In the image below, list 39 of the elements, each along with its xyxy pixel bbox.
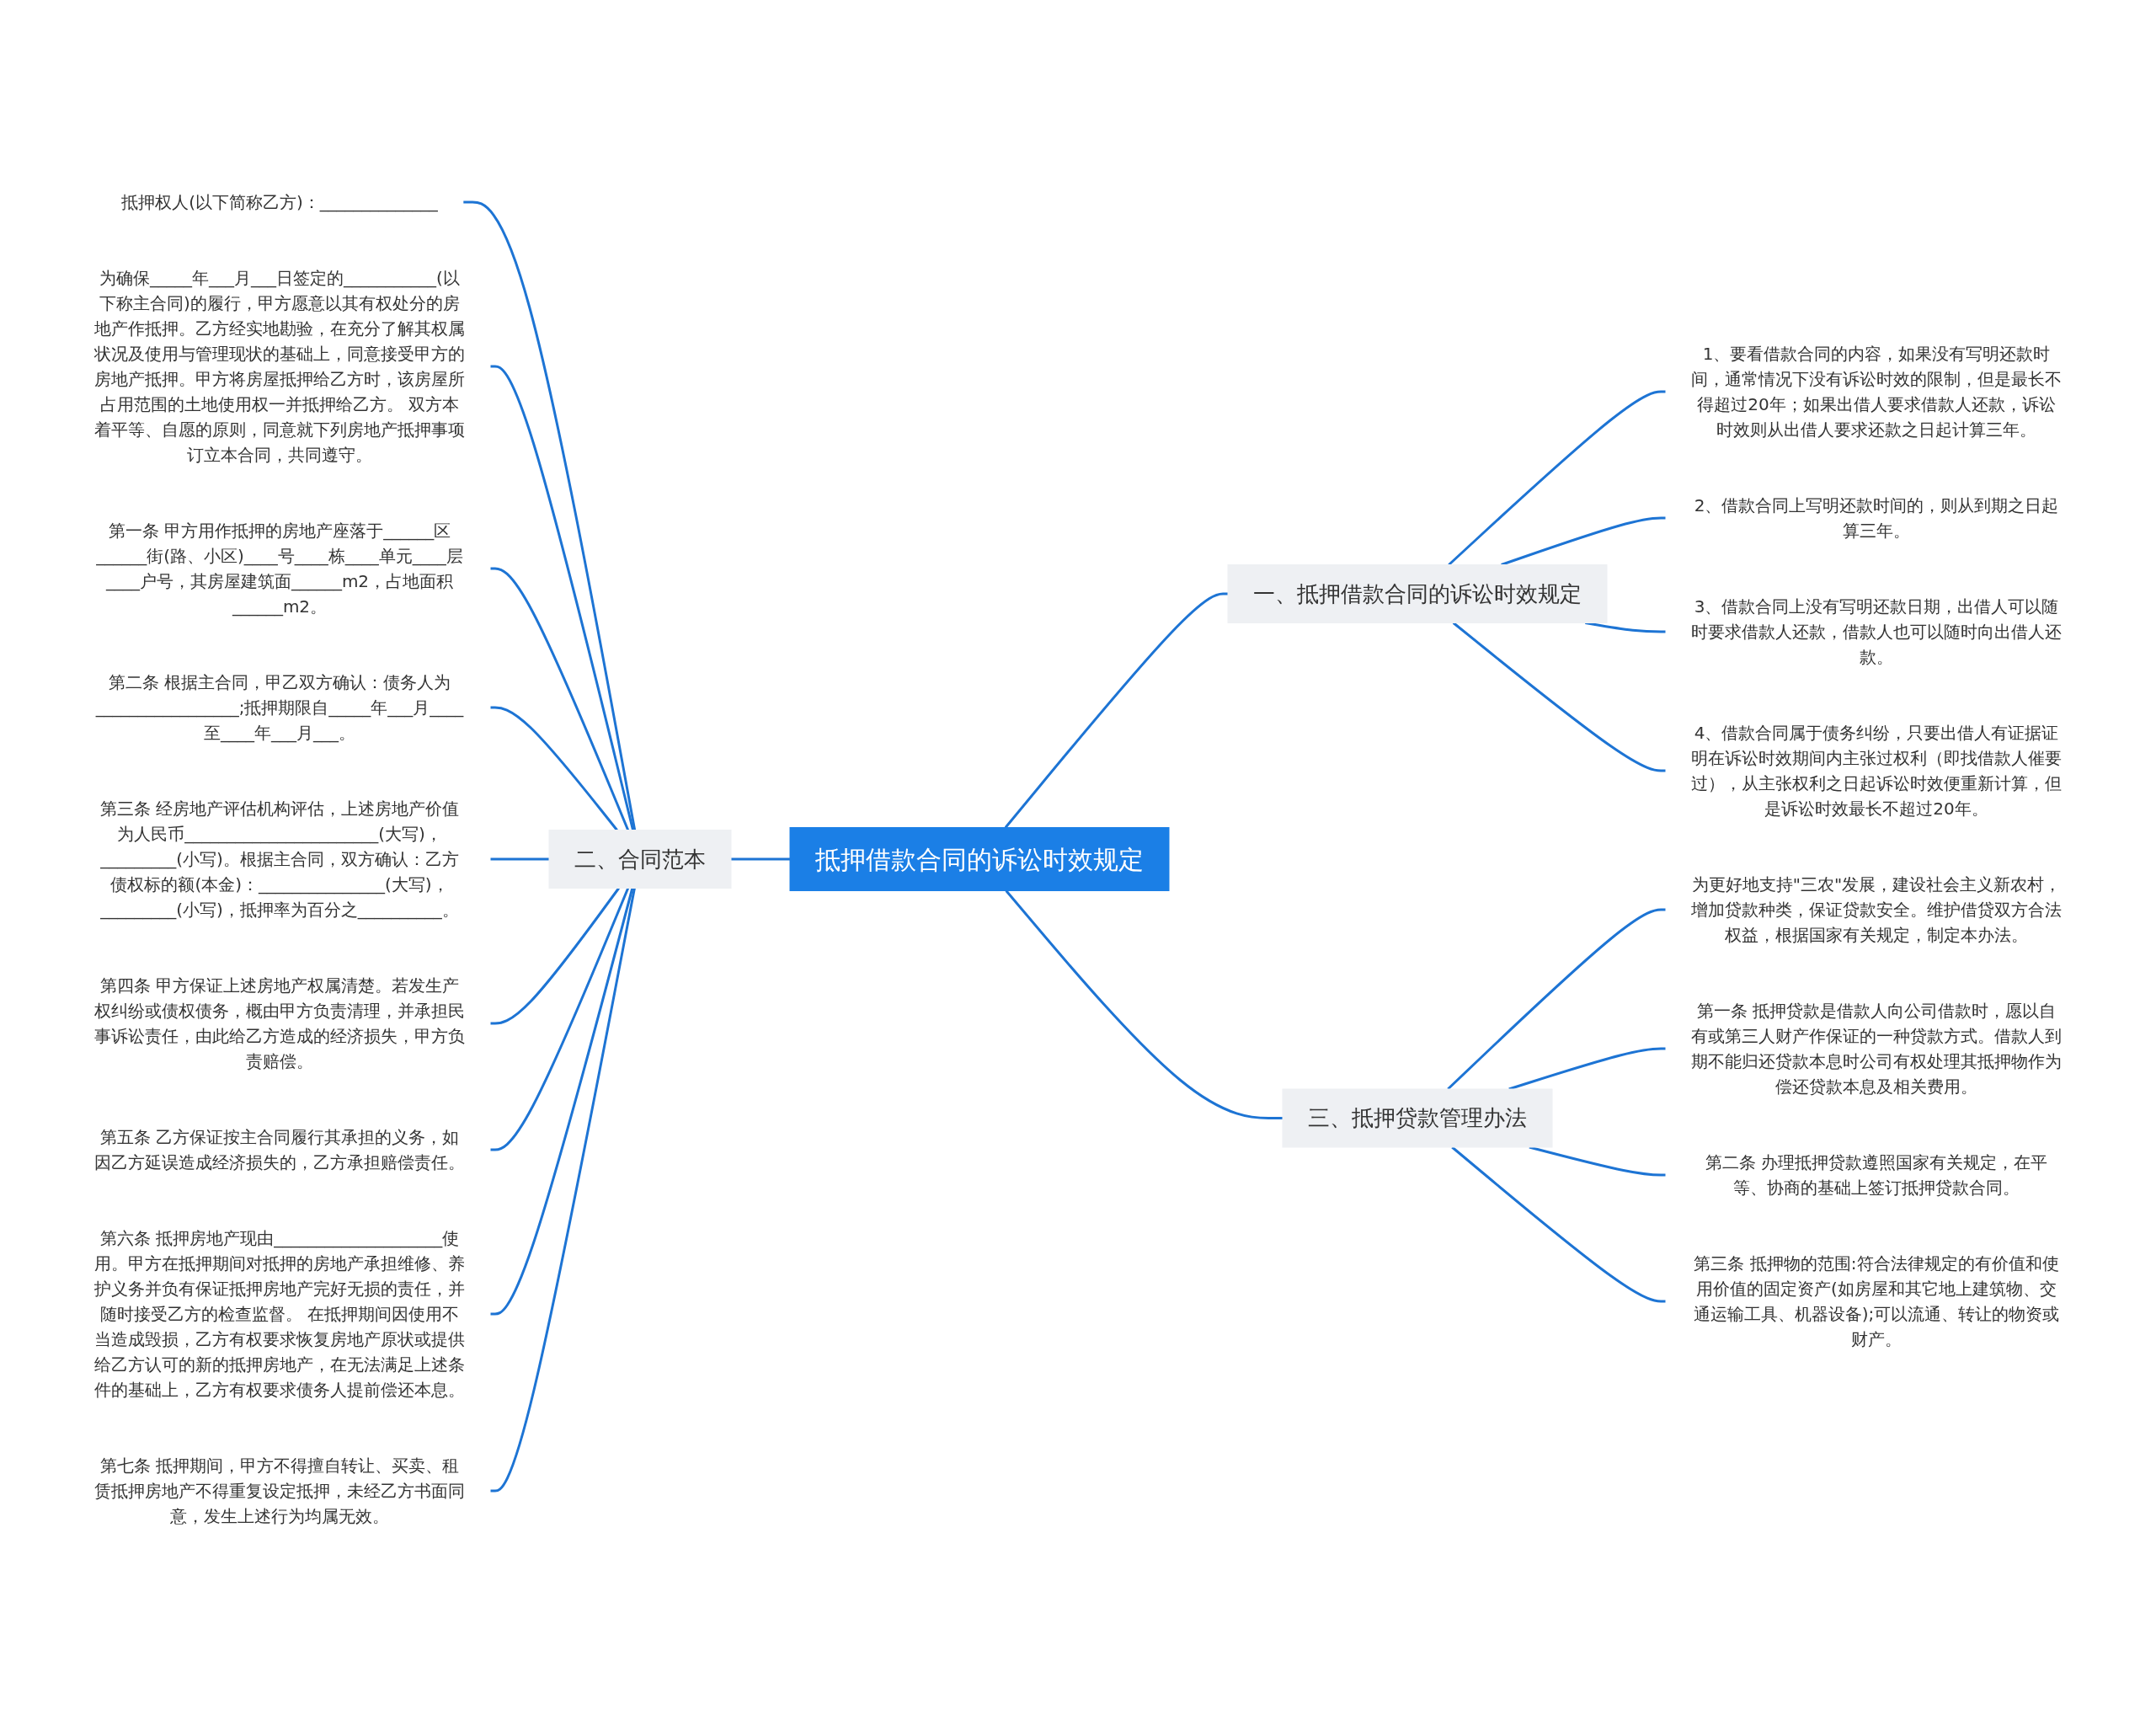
connector	[490, 706, 618, 831]
node-text: 为确保_____年___月___日签定的___________(以下称主合同)的履行，甲方愿意以其有权处分的房地产作抵押。乙方经实地勘验，在充分了解其权属状况及使用与管理现状的基础上，同意接受甲方的房地产抵押。甲方将房屋抵押给乙方时，该房屋所占用范围的土地使用权一并抵押给乙方。 双方本着平等、自愿的原则，同意就下列房地产抵押事项订立本合同，共同遵守。	[94, 268, 465, 465]
connector	[490, 567, 630, 831]
node-text: 4、借款合同属于债务纠纷，只要出借人有证据证明在诉讼时效期间内主张过权利（即找借款人催要过），从主张权利之日起诉讼时效便重新计算，但是诉讼时效最长不超过20年。	[1691, 723, 2062, 819]
connector	[1585, 622, 1666, 633]
node-text: 第四条 甲方保证上述房地产权属清楚。若发生产权纠纷或债权债务，概由甲方负责清理，并承担民事诉讼责任，由此给乙方造成的经济损失，甲方负责赔偿。	[94, 975, 465, 1071]
connector	[490, 887, 620, 1025]
node-box: 二、合同范本	[548, 830, 732, 889]
node-box: 抵押借款合同的诉讼时效规定	[789, 827, 1170, 891]
node-text: 2、借款合同上写明还款时间的，则从到期之日起算三年。	[1694, 495, 2059, 541]
node-text: 为更好地支持"三农"发展，建设社会主义新农村，增加贷款种类，保证贷款安全。维护借贷双方合法权益，根据国家有关规定，制定本办法。	[1691, 874, 2062, 945]
node-text: 第三条 经房地产评估机构评估，上述房地产价值为人民币_______________________(大写)，_________(小写)。根据主合同，双方确认：乙方债权标的额(本金)：_______________(大写)，_________(小写)，抵押率为百分之__________。	[99, 798, 460, 920]
node-box: 三、抵押贷款管理办法	[1282, 1088, 1553, 1148]
connector	[731, 857, 790, 861]
node-box: 一、抵押借款合同的诉讼时效规定	[1227, 564, 1608, 623]
node-text: 第六条 抵押房地产现由____________________使用。甲方在抵押期间对抵押的房地产承担维修、养护义务并负有保证抵押房地产完好无损的责任，并随时接受乙方的检查监督。 在抵押期间因使用不当造成毁损，乙方有权要求恢复房地产原状或提供给乙方认可的新的抵押房地产，在无法满足上述条件的基础上，乙方有权要求债务人提前偿还本息。	[94, 1228, 465, 1400]
connector	[1005, 889, 1283, 1119]
node-text: 抵押权人(以下简称乙方)：______________	[121, 192, 438, 212]
node-text: 第二条 办理抵押贷款遵照国家有关规定，在平等、协商的基础上签订抵押贷款合同。	[1705, 1152, 2048, 1198]
connector	[1452, 622, 1666, 772]
node-text: 第三条 抵押物的范围:符合法律规定的有价值和使用价值的固定资产(如房屋和其它地上建筑物、交通运输工具、机器设备);可以流通、转让的物资或财产。	[1693, 1253, 2060, 1349]
node-text: 第一条 甲方用作抵押的房地产座落于______区______街(路、小区)____号____栋____单元____层____户号，其房屋建筑面______m2，占地面积______m2。	[96, 521, 463, 617]
connector	[490, 365, 635, 830]
node-text: 3、借款合同上没有写明还款日期，出借人可以随时要求借款人还款，借款人也可以随时向出借人还款。	[1691, 596, 2062, 667]
connector	[490, 888, 634, 1316]
node-text: 第五条 乙方保证按主合同履行其承担的义务，如因乙方延误造成经济损失的，乙方承担赔偿责任。	[94, 1127, 465, 1172]
connector	[489, 888, 636, 1493]
connector	[490, 857, 549, 861]
node-text: 第七条 抵押期间，甲方不得擅自转让、买卖、租赁抵押房地产不得重复设定抵押，未经乙方书面同意，发生上述行为均属无效。	[94, 1455, 465, 1526]
node-text: 1、要看借款合同的内容，如果没有写明还款时间，通常情况下没有诉讼时效的限制，但是最长不得超过20年；如果出借人要求借款人还款，诉讼时效则从出借人要求还款之日起计算三年。	[1691, 344, 2062, 440]
connector	[462, 200, 637, 830]
connector	[490, 887, 630, 1151]
connector	[1501, 516, 1666, 566]
connector	[1447, 908, 1666, 1091]
connector	[1004, 592, 1228, 829]
node-text: 第一条 抵押贷款是借款人向公司借款时，愿以自有或第三人财产作保证的一种贷款方式。借款人到期不能归还贷款本息时公司有权处理其抵押物作为偿还贷款本息及相关费用。	[1691, 1001, 2062, 1097]
node-text: 第二条 根据主合同，甲乙双方确认：债务人为_________________;抵押期限自_____年___月____至____年___月___。	[95, 672, 464, 743]
connector	[1508, 1047, 1666, 1091]
connector	[1448, 390, 1666, 566]
